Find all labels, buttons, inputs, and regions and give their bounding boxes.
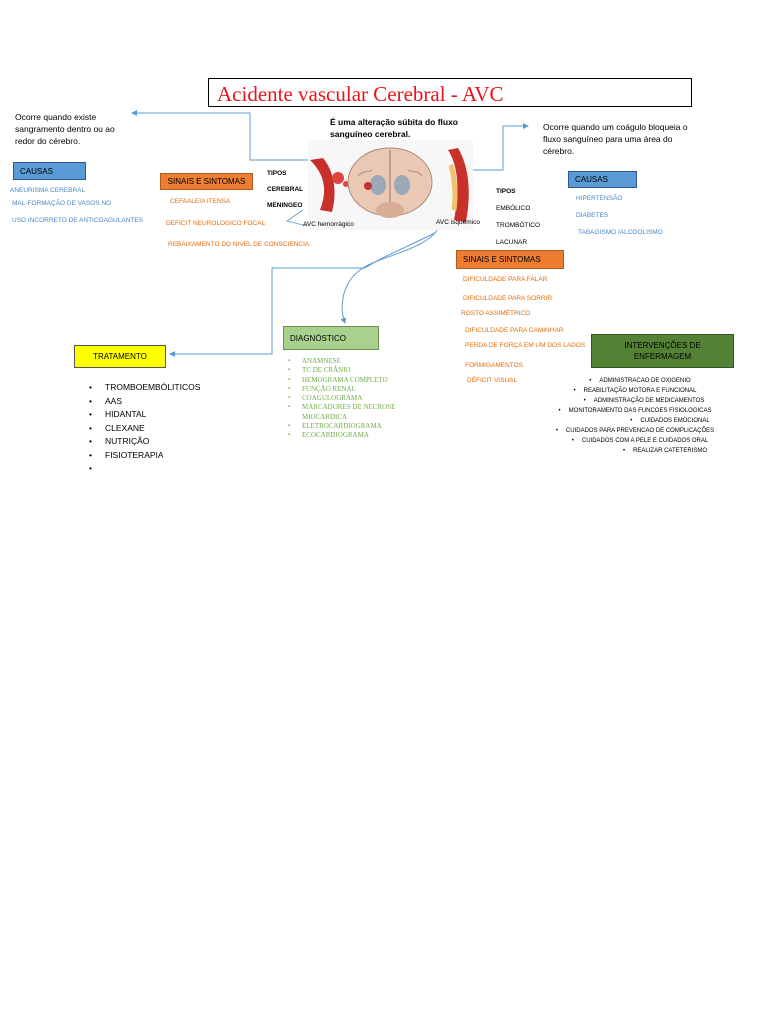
list-item: FORMIGAMENTOS: [465, 362, 524, 369]
ischemic-causes-label: CAUSAS: [568, 171, 637, 188]
list-item: CEREBRAL: [267, 186, 304, 193]
list-item: TABAGISMO /ALCOOLISMO: [578, 229, 663, 236]
treatment-label: TRATAMENTO: [74, 345, 166, 368]
list-item: EMBÓLICO: [496, 205, 531, 212]
list-item: MENINGEO: [267, 202, 303, 209]
list-item: LACUNAR: [496, 239, 528, 246]
list-item: •ADMINISTRACAO DE OXIGENIO: [589, 378, 691, 384]
connector-to-ischemic: [472, 123, 529, 171]
list-item-label: ADMINISTRAÇÃO DE MEDICAMENTOS: [593, 398, 705, 404]
list-item: AAS: [89, 395, 200, 409]
list-item: TROMBOEMBÓLITICOS: [89, 381, 200, 395]
list-item: TIPOS: [496, 188, 516, 195]
ischemic-types: TIPOS EMBÓLICO TROMBÓTICO LACUNAR: [496, 183, 540, 251]
hemorrhagic-causes-label: CAUSAS: [13, 162, 86, 180]
list-item: •ADMINISTRAÇÃO DE MEDICAMENTOS: [583, 398, 705, 404]
list-item-label: MONITORAMENTO DAS FUNCOES FISIOLOGICAS: [568, 408, 712, 414]
list-item-label: CUIDADOS EMOCIONAL: [640, 418, 710, 424]
list-item: NUTRIÇÃO: [89, 435, 200, 449]
title-box: Acidente vascular Cerebral - AVC: [208, 78, 692, 107]
page-title: Acidente vascular Cerebral - AVC: [217, 82, 504, 106]
list-item: •CUIDADOS COM A PELE E CUIDADOS ORAL: [571, 438, 709, 444]
list-item: ANAMNESE: [286, 357, 416, 367]
list-item: DIABETES: [576, 212, 609, 219]
list-item: •MONITORAMENTO DAS FUNCOES FISIOLOGICAS: [558, 408, 712, 414]
hemorrhagic-causes-list: ANEURISMA CEREBRAL MAL-FORMAÇÃO DE VASOS…: [10, 184, 143, 227]
list-item-label: REALIZAR CATETERISMO: [633, 448, 707, 454]
list-item: DIFICULDADE PARA SORRIR: [463, 295, 553, 302]
connector-hem-label: [286, 209, 308, 227]
interventions-list: •ADMINISTRACAO DE OXIGENIO •REABILITAÇÃO…: [520, 376, 750, 456]
list-item-label: REABILITAÇÃO MOTORA E FUNCIONAL: [583, 388, 697, 394]
ischemic-image-label: AVC isquêmico: [436, 219, 480, 226]
list-item: ECOCARDIOGRAMA: [286, 431, 416, 441]
list-item: TROMBÓTICO: [496, 222, 541, 229]
ischemic-causes-list: HIPERTENSÃO DIABETES TABAGISMO /ALCOOLIS…: [576, 193, 663, 238]
hemorrhagic-signs-label: SINAIS E SINTOMAS: [160, 173, 253, 190]
list-item: DEFICIT NEUROLOGICO FOCAL: [166, 220, 266, 227]
list-item: CEFAALEIA ITENSA: [170, 198, 231, 205]
list-item-label: ADMINISTRACAO DE OXIGENIO: [599, 378, 691, 384]
list-item: DIFICULDADE PARA CAMINHAR: [465, 327, 564, 334]
list-item: •CUIDADOS EMOCIONAL: [630, 418, 710, 424]
list-item: PERDA DE FORÇA EM UM DOS LADOS: [465, 342, 586, 349]
diagnosis-list: ANAMNESE TC DE CRÂNIO HEMOGRAMA COMPLETO…: [286, 357, 416, 441]
hemorrhagic-description: Ocorre quando existe sangramento dentro …: [15, 112, 115, 146]
ischemic-description: Ocorre quando um coágulo bloqueia o flux…: [543, 122, 688, 156]
list-item-label: CUIDADOS PARA PREVENCAO DE COMPLICAÇÕES: [565, 428, 715, 434]
list-item: USO INCORRETO DE ANTICOAGULANTES: [12, 217, 143, 224]
list-item: ROSTO ASSIMÉTRICO: [461, 310, 531, 317]
ischemic-signs-label: SINAIS E SINTOMAS: [456, 250, 564, 269]
definition-text: É uma alteração súbita do fluxo sanguíne…: [330, 117, 459, 139]
list-item-label: CUIDADOS COM A PELE E CUIDADOS ORAL: [581, 438, 709, 444]
list-item: •CUIDADOS PARA PREVENCAO DE COMPLICAÇÕES: [555, 428, 715, 434]
list-item: MARCADORES DE NECROSE MIOCARDICA: [286, 403, 416, 422]
list-item: TC DE CRÂNIO: [286, 366, 416, 376]
interventions-label: INTERVENÇÕES DE ENFERMAGEM: [591, 334, 734, 368]
hemorrhagic-signs-list: CEFAALEIA ITENSA DEFICIT NEUROLOGICO FOC…: [166, 196, 309, 250]
list-item: MAL-FORMAÇÃO DE VASOS NO: [12, 200, 112, 207]
connector-to-hemorrhagic: [131, 110, 310, 161]
list-item: •REALIZAR CATETERISMO: [622, 448, 707, 454]
list-item: FUNÇÃO RENAL: [286, 385, 416, 395]
list-item: TIPOS: [267, 170, 287, 177]
list-item: DIFICULDADE PARA FALAR: [463, 276, 548, 283]
list-item: HIDANTAL: [89, 408, 200, 422]
list-item: FISIOTERAPIA: [89, 449, 200, 463]
list-item: COAGULOGRAMA: [286, 394, 416, 404]
list-item: REBAIXAMENTO DO NIVEL DE CONSCIENCIA: [168, 241, 310, 248]
diagnosis-label: DIAGNÓSTICO: [283, 326, 379, 350]
list-item: ELETROCARDIOGRAMA: [286, 422, 416, 432]
treatment-list: TROMBOEMBÓLITICOS AAS HIDANTAL CLEXANE N…: [89, 381, 200, 476]
ischemic-signs-list: DIFICULDADE PARA FALAR DIFICULDADE PARA …: [461, 274, 585, 386]
list-item: CLEXANE: [89, 422, 200, 436]
list-item: DÉFICIT VISUAL: [467, 377, 518, 384]
connector-to-diagnosis: [340, 224, 441, 324]
list-item: HIPERTENSÃO: [576, 195, 623, 202]
hemorrhagic-image-label: AVC hemorrágico: [303, 221, 354, 228]
hemorrhagic-types: TIPOS CEREBRAL MENINGEO: [267, 166, 303, 214]
connector-to-treatment: [169, 232, 436, 357]
list-item: •REABILITAÇÃO MOTORA E FUNCIONAL: [573, 388, 697, 394]
brain-illustration: [308, 140, 473, 230]
list-item: HEMOGRAMA COMPLETO: [286, 376, 416, 386]
list-item: ANEURISMA CEREBRAL: [10, 187, 86, 194]
